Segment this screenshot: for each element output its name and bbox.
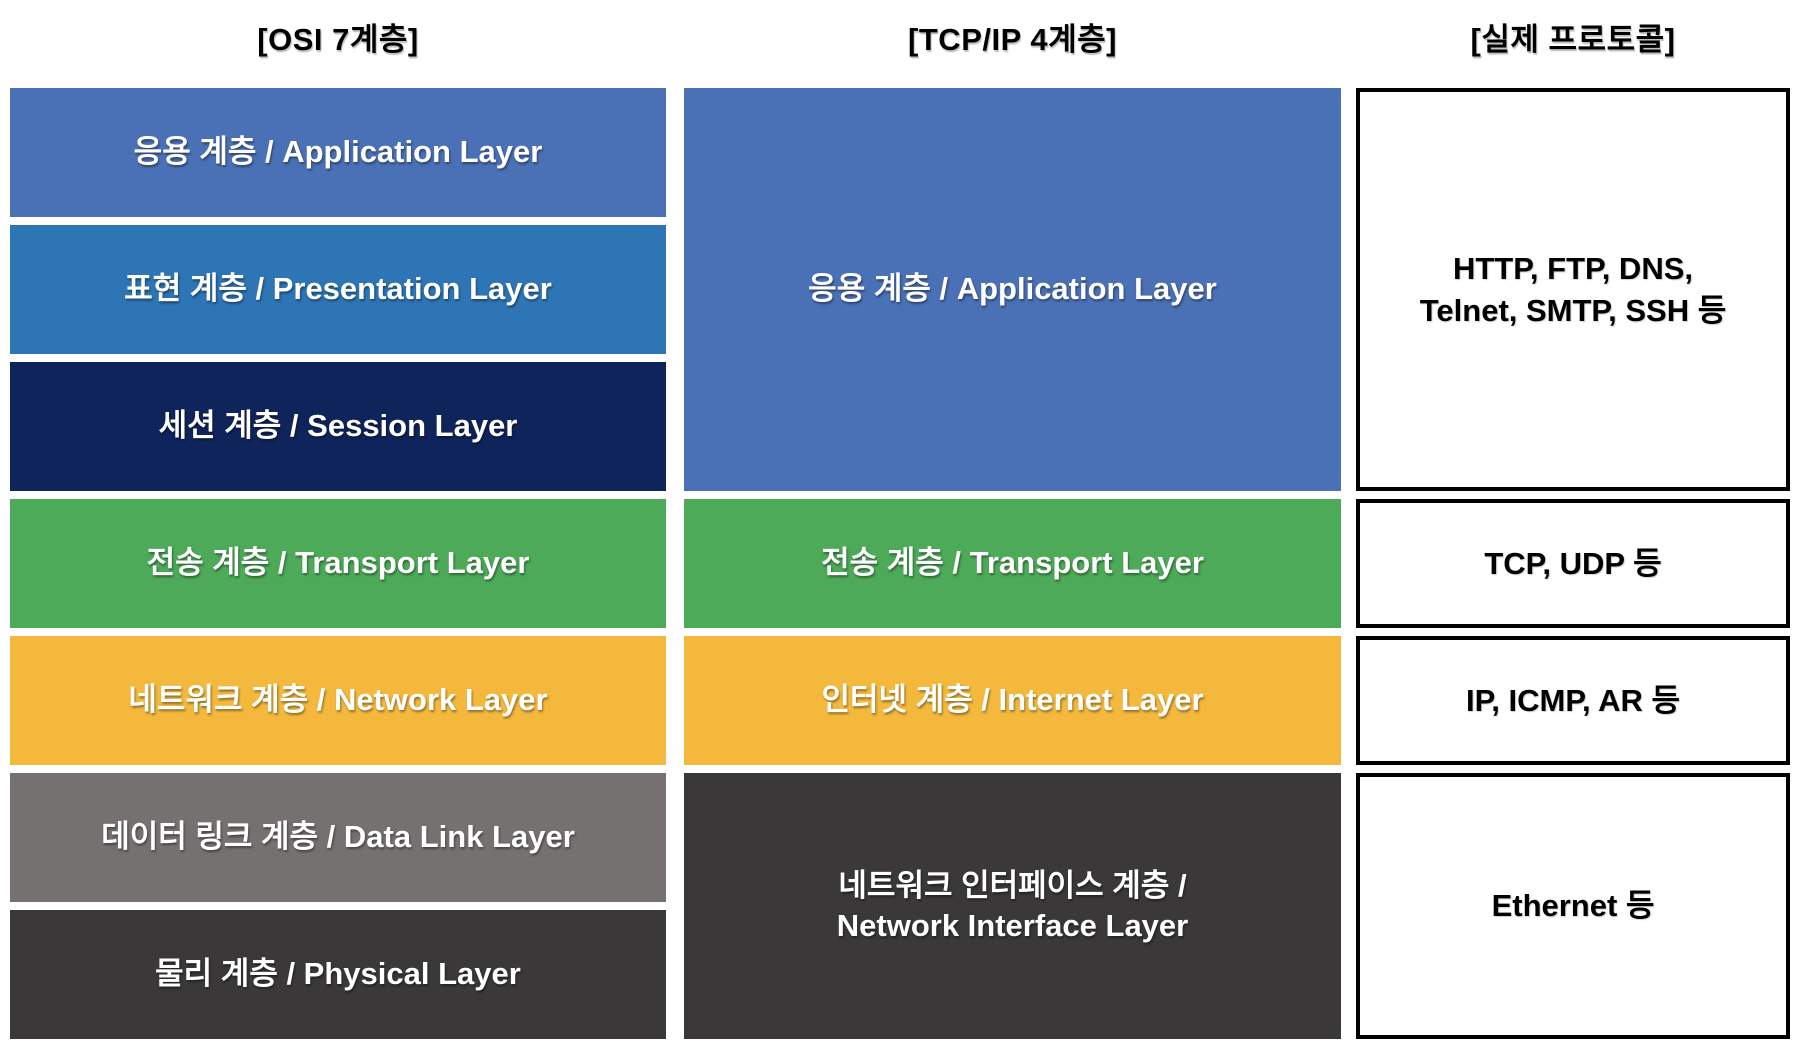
osi-physical-layer: 물리 계층 / Physical Layer (10, 910, 666, 1039)
osi-layer-stack: 응용 계층 / Application Layer 표현 계층 / Presen… (10, 88, 666, 1039)
osi-datalink-layer: 데이터 링크 계층 / Data Link Layer (10, 773, 666, 902)
protocol-box-internet: IP, ICMP, AR 등 (1356, 636, 1790, 765)
protocol-stack: HTTP, FTP, DNS, Telnet, SMTP, SSH 등 TCP,… (1356, 88, 1790, 1039)
osi-session-layer: 세션 계층 / Session Layer (10, 362, 666, 491)
tcpip-network-interface-line1: 네트워크 인터페이스 계층 / (838, 867, 1187, 903)
tcpip-network-interface-layer: 네트워크 인터페이스 계층 / Network Interface Layer (684, 773, 1341, 1039)
protocol-transport-line1: TCP, UDP 등 (1484, 545, 1662, 581)
tcpip-layer-stack: 응용 계층 / Application Layer 전송 계층 / Transp… (684, 88, 1341, 1039)
protocol-application-line1: HTTP, FTP, DNS, (1452, 250, 1693, 286)
osi-network-layer: 네트워크 계층 / Network Layer (10, 636, 666, 765)
protocol-box-application: HTTP, FTP, DNS, Telnet, SMTP, SSH 등 (1356, 88, 1790, 491)
tcpip-column-header: [TCP/IP 4계층] (908, 21, 1117, 57)
protocol-box-network-interface: Ethernet 등 (1356, 773, 1790, 1039)
osi-column-header: [OSI 7계층] (257, 21, 419, 57)
tcpip-internet-layer: 인터넷 계층 / Internet Layer (684, 636, 1341, 765)
protocol-box-transport: TCP, UDP 등 (1356, 499, 1790, 628)
osi-presentation-layer: 표현 계층 / Presentation Layer (10, 225, 666, 354)
protocol-application-line2: Telnet, SMTP, SSH 등 (1419, 292, 1727, 328)
tcpip-network-interface-line2: Network Interface Layer (836, 908, 1189, 943)
protocol-network-interface-line1: Ethernet 등 (1491, 888, 1655, 924)
tcpip-transport-layer: 전송 계층 / Transport Layer (684, 499, 1341, 628)
osi-application-layer: 응용 계층 / Application Layer (10, 88, 666, 217)
protocol-internet-line1: IP, ICMP, AR 등 (1465, 682, 1680, 718)
tcpip-application-layer: 응용 계층 / Application Layer (684, 88, 1341, 491)
osi-transport-layer: 전송 계층 / Transport Layer (10, 499, 666, 628)
protocols-column-header: [실제 프로토콜] (1470, 21, 1676, 57)
